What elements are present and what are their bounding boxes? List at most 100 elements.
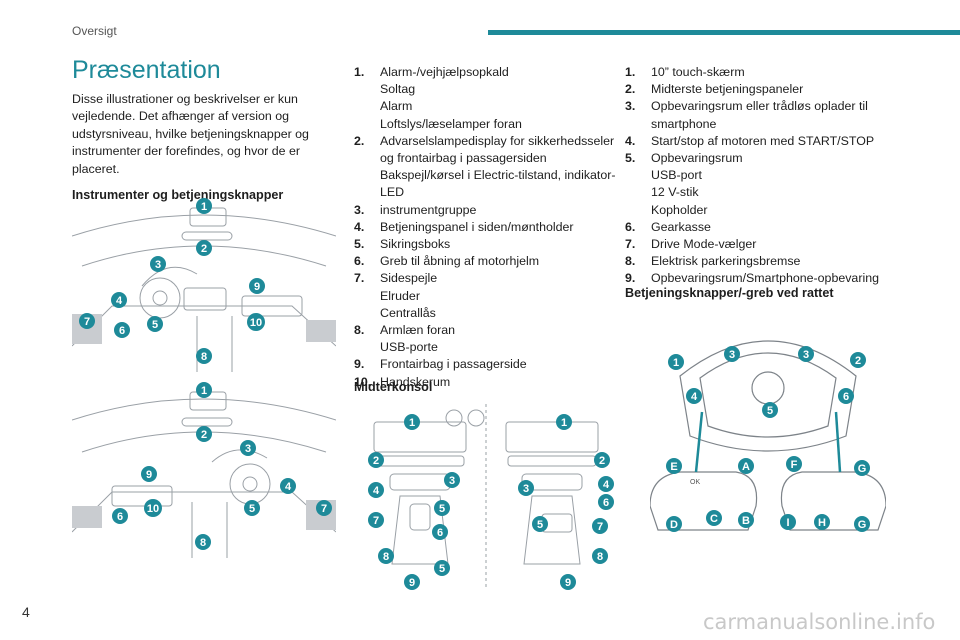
list1-item: 2. Advarselslampedisplay for sikkerhedsse…	[354, 133, 616, 202]
callout-8: 8	[200, 537, 206, 549]
list1-item: 9. Frontairbag i passagerside	[354, 356, 616, 373]
callout-markers: 1 2 3 4 5 6 7 8 9 10	[112, 382, 332, 550]
callout-marker	[724, 346, 740, 362]
callout-label: C	[710, 513, 718, 525]
item-line: Gearkasse	[651, 219, 711, 234]
callout-8: 8	[201, 351, 207, 363]
callout-marker	[786, 456, 802, 472]
list1-item: 10.Handskerum	[354, 374, 616, 391]
callout-marker	[666, 458, 682, 474]
callout-9: 9	[146, 469, 152, 481]
callout-label: 6	[843, 391, 849, 403]
callout-label: 1	[409, 417, 415, 429]
list1-item: 5.Sikringsboks	[354, 236, 616, 253]
callout-10: 10	[250, 317, 262, 329]
callout-6: 6	[119, 325, 125, 337]
callout-marker	[592, 548, 608, 564]
item-line: USB-port	[651, 168, 702, 183]
callout-label: E	[670, 461, 677, 473]
item-line: Alarm-/vejhjælpsopkald	[380, 65, 509, 79]
list1-item: 4.Betjeningspanel i siden/møntholder	[354, 219, 616, 236]
item-number: 9.	[354, 357, 365, 372]
callout-label: 3	[449, 475, 455, 487]
item-number: 7.	[354, 271, 365, 286]
callout-label: 3	[803, 349, 809, 361]
callout-label: 1	[673, 357, 679, 369]
callout-label: 5	[537, 519, 543, 531]
callout-marker	[368, 482, 384, 498]
callout-label: 6	[437, 527, 443, 539]
callout-marker	[598, 494, 614, 510]
callout-label: 2	[373, 455, 379, 467]
list2-item: 3.Opbevaringsrum eller trådløs oplader t…	[625, 98, 887, 132]
item-line: Advarselslampedisplay for sikkerhedssele…	[380, 133, 615, 166]
list2-item: 4. Start/stop af motoren med START/STOP	[625, 133, 887, 150]
item-number: 4.	[354, 219, 365, 234]
item-number: 5.	[625, 151, 636, 166]
callout-marker	[838, 388, 854, 404]
callout-marker	[518, 480, 534, 496]
item-line: Opbevaringsrum/Smartphone-opbevaring	[651, 271, 879, 286]
item-line: Kopholder	[651, 202, 708, 217]
callout-label: H	[818, 517, 826, 529]
callout-marker	[592, 518, 608, 534]
callout-10: 10	[147, 503, 159, 515]
callout-6: 6	[117, 511, 123, 523]
callout-label: 5	[767, 405, 773, 417]
item-number: 4.	[625, 133, 636, 148]
section-header: Oversigt	[72, 24, 117, 38]
callout-marker	[666, 516, 682, 532]
callout-marker	[798, 346, 814, 362]
callout-label: 8	[383, 551, 389, 563]
callout-marker	[404, 414, 420, 430]
item-number: 3.	[354, 202, 365, 217]
item-line: Alarm	[380, 99, 413, 114]
list2-item: 8.Elektrisk parkeringsbremse	[625, 253, 887, 270]
callout-2: 2	[201, 243, 207, 255]
callout-marker	[780, 514, 796, 530]
callout-marker	[686, 388, 702, 404]
callout-5: 5	[152, 319, 158, 331]
list2-item: 2.Midterste betjeningspaneler	[625, 81, 887, 98]
callout-marker	[598, 476, 614, 492]
item-number: 2.	[354, 133, 365, 148]
item-line: Start/stop af motoren med START/STOP	[651, 133, 875, 148]
item-number: 2.	[625, 82, 636, 97]
callout-marker	[738, 512, 754, 528]
intro-column: Præsentation Disse illustrationer og bes…	[72, 56, 334, 202]
intro-text: Disse illustrationer og beskrivelser er …	[72, 92, 309, 176]
console-heading: Midterkonsol	[354, 380, 433, 394]
item-line: 10” touch-skærm	[651, 65, 745, 79]
watermark: carmanualsonline.info	[703, 610, 936, 634]
callout-label: 5	[439, 503, 445, 515]
callout-marker	[532, 516, 548, 532]
dashboard-rhd-illustration: 1 2 3 4 5 6 7 8 9 10	[72, 382, 336, 558]
item-number: 10.	[354, 374, 372, 389]
callout-label: A	[742, 461, 750, 473]
item-number: 3.	[625, 99, 636, 114]
item-line: 12 V-stik	[651, 185, 699, 200]
item-number: 6.	[625, 219, 636, 234]
item-line: Soltag	[380, 82, 416, 97]
callout-marker	[668, 354, 684, 370]
callout-marker	[434, 560, 450, 576]
callout-4: 4	[285, 481, 292, 493]
callout-7: 7	[84, 316, 90, 328]
callout-marker	[706, 510, 722, 526]
callout-label: 2	[855, 355, 861, 367]
callout-marker	[762, 402, 778, 418]
callout-label: 3	[729, 349, 735, 361]
item-line: Frontairbag i passagerside	[380, 357, 527, 372]
callout-1: 1	[201, 201, 207, 213]
callout-marker	[560, 574, 576, 590]
callout-label: 6	[603, 497, 609, 509]
list2-item: 6. Gearkasse	[625, 219, 887, 236]
steering-controls-heading: Betjeningsknapper/-greb ved rattet	[625, 286, 834, 300]
item-number: 6.	[354, 254, 365, 269]
page-title: Præsentation	[72, 56, 221, 84]
callout-marker	[368, 452, 384, 468]
